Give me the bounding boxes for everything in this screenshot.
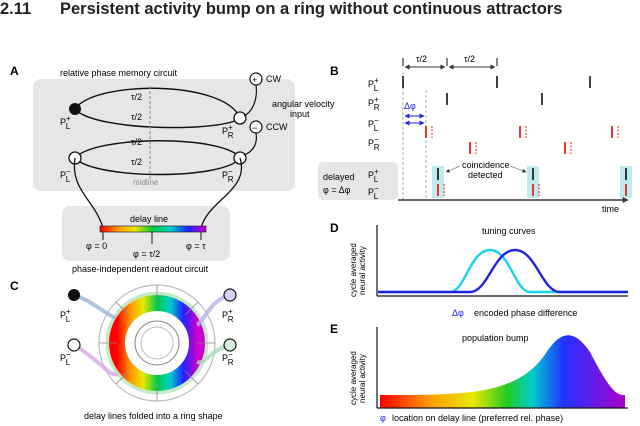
c-neuron-pl-minus: [67, 338, 81, 352]
tau-half-label-4: τ/2: [131, 157, 142, 167]
time-label: time: [602, 204, 619, 214]
e-xlabel-symbol: φ: [380, 413, 386, 423]
panel-b: B τ/2 τ/2 P+L P+R P−L P−R Δφ: [318, 54, 632, 214]
tuning-curve-cyan: [378, 248, 628, 294]
delay-line-bar: [99, 225, 207, 233]
phi-zero-label: φ = 0: [86, 241, 107, 251]
svg-text:P−L: P−L: [60, 350, 71, 367]
e-xlabel: location on delay line (preferred rel. p…: [392, 413, 563, 423]
svg-text:P−L: P−L: [368, 184, 379, 201]
delta-phi-label: Δφ: [404, 101, 416, 111]
panel-a: A relative phase memory circuit τ/2 τ/2 …: [10, 64, 335, 274]
delay-line-label: delay line: [130, 214, 168, 224]
d-ylabel-1: cycle averaged: [349, 243, 358, 297]
detected-label: detected: [468, 170, 503, 180]
panel-e: E cycle averaged neural activity populat…: [330, 322, 628, 423]
ring-caption: delay lines folded into a ring shape: [84, 411, 223, 421]
panel-c-label: C: [10, 279, 19, 293]
panel-e-label: E: [330, 322, 338, 336]
midline-label: midline: [133, 178, 159, 187]
panel-d: D cycle averaged neural activity tuning …: [330, 221, 628, 318]
delayed-box: [318, 162, 398, 200]
phi-tau-label: φ = τ: [186, 241, 206, 251]
section-number: 2.11: [0, 0, 32, 18]
e-ylabel-1: cycle averaged: [349, 351, 358, 405]
svg-text:P−R: P−R: [368, 135, 380, 152]
svg-text:P+R: P+R: [222, 123, 234, 140]
e-ylabel-2: neural activity: [358, 354, 367, 403]
svg-text:P+R: P+R: [368, 95, 380, 112]
neuron-pl-plus: [69, 103, 81, 115]
b-tau-half-1: τ/2: [416, 54, 427, 64]
neuron-pr-plus: [233, 111, 247, 125]
d-xlabel-symbol: Δφ: [452, 308, 464, 318]
readout-label: phase-independent readout circuit: [72, 264, 209, 274]
tau-half-label-3: τ/2: [131, 137, 142, 147]
svg-text:P−R: P−R: [222, 167, 234, 184]
section-title: Persistent activity bump on a ring witho…: [60, 0, 563, 18]
tuning-title: tuning curves: [482, 226, 536, 236]
delayed-label: delayed: [323, 172, 355, 182]
memory-circuit-box: [33, 79, 295, 191]
cw-label: CW: [266, 74, 281, 84]
section-heading: 2.11 Persistent activity bump on a ring …: [0, 0, 640, 22]
panel-c: C P+L P−L P+R P−R delay lines folded int…: [10, 279, 237, 421]
svg-text:P+L: P+L: [60, 307, 71, 324]
phi-half-label: φ = τ/2: [133, 249, 160, 259]
d-ylabel-2: neural activity: [358, 246, 367, 295]
svg-text:P−R: P−R: [222, 350, 234, 367]
coincidence-label: coincidence: [462, 160, 510, 170]
panel-a-label: A: [10, 64, 19, 78]
d-xlabel: encoded phase difference: [474, 308, 577, 318]
svg-text:−: −: [252, 123, 257, 133]
svg-text:P+L: P+L: [368, 167, 379, 184]
svg-text:P−L: P−L: [368, 116, 379, 133]
b-tau-half-2: τ/2: [464, 54, 475, 64]
angular-velocity-label: angular velocity: [272, 99, 335, 109]
ccw-label: CCW: [266, 122, 288, 132]
tau-half-label-1: τ/2: [131, 92, 142, 102]
c-neuron-pl-plus: [68, 289, 80, 301]
svg-text:P−L: P−L: [60, 167, 71, 184]
memory-circuit-title: relative phase memory circuit: [60, 68, 178, 78]
svg-text:+: +: [252, 75, 257, 85]
c-neuron-pr-plus: [223, 288, 237, 302]
tau-half-label-2: τ/2: [131, 112, 142, 122]
input-label: input: [290, 109, 310, 119]
svg-text:P+L: P+L: [60, 114, 71, 131]
c-neuron-pr-minus: [223, 338, 237, 352]
bump-title: population bump: [462, 333, 529, 343]
phi-eq-label: φ = Δφ: [323, 185, 351, 195]
readout-box: [62, 206, 230, 261]
tuning-curve-blue: [378, 248, 628, 294]
panel-b-label: B: [330, 64, 339, 78]
panel-d-label: D: [330, 221, 339, 235]
svg-text:P+L: P+L: [368, 76, 379, 93]
svg-text:P+R: P+R: [222, 307, 234, 324]
